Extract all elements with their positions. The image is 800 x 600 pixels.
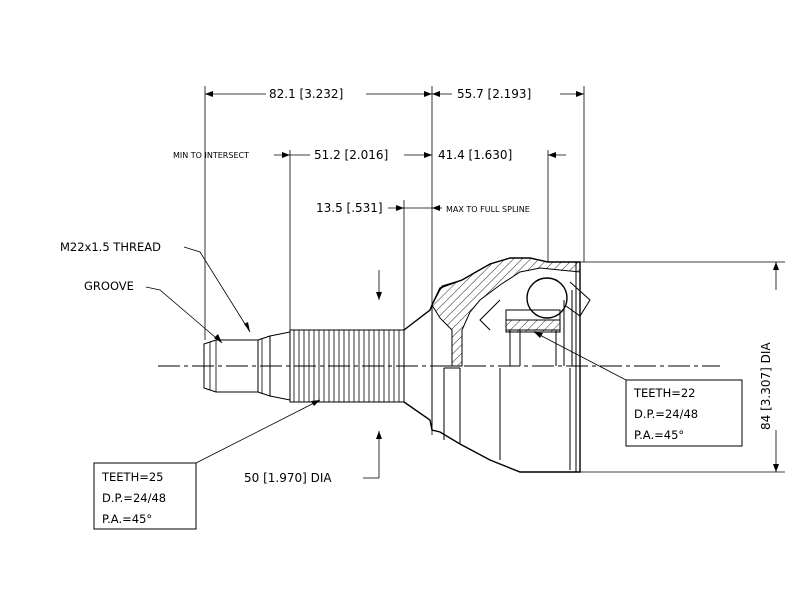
spec-outer-teeth: TEETH=25: [101, 470, 164, 484]
spec-inner-pa: P.A.=45°: [634, 428, 684, 442]
ball-bearing: [526, 277, 568, 319]
spec-box-inner: TEETH=22 D.P.=24/48 P.A.=45°: [625, 379, 743, 447]
spec-inner-dp: D.P.=24/48: [634, 407, 698, 421]
label-min-to-intersect: MIN TO INTERSECT: [173, 151, 249, 160]
dim-min-to-intersect: 51.2 [2.016]: [314, 148, 388, 162]
arrowheads: [205, 91, 779, 472]
label-max-full-spline: MAX TO FULL SPLINE: [446, 205, 530, 214]
dim-spline: 13.5 [.531]: [316, 201, 383, 215]
spec-outer-pa: P.A.=45°: [102, 512, 152, 526]
dim-shaft-dia: 50 [1.970] DIA: [244, 471, 332, 485]
leader-inner-spec: [533, 331, 627, 381]
dim-overall-right: 55.7 [2.193]: [457, 87, 531, 101]
spec-outer-dp: D.P.=24/48: [102, 491, 166, 505]
spec-box-outer: TEETH=25 D.P.=24/48 P.A.=45°: [93, 462, 197, 530]
dim-overall-left: 82.1 [3.232]: [269, 87, 343, 101]
leader-groove: [145, 286, 223, 344]
callout-groove: GROOVE: [84, 279, 134, 293]
callout-thread: M22x1.5 THREAD: [60, 240, 161, 254]
leader-thread: [183, 246, 251, 333]
dim-housing-dia: 84 [3.307] DIA: [759, 342, 773, 430]
outer-race-housing: [403, 257, 591, 473]
leader-outer-spec: [195, 399, 321, 464]
shaft-spline-teeth: [293, 330, 400, 402]
spec-inner-teeth: TEETH=22: [633, 386, 696, 400]
dim-right-inner: 41.4 [1.630]: [438, 148, 512, 162]
hatched-section: [431, 257, 581, 367]
